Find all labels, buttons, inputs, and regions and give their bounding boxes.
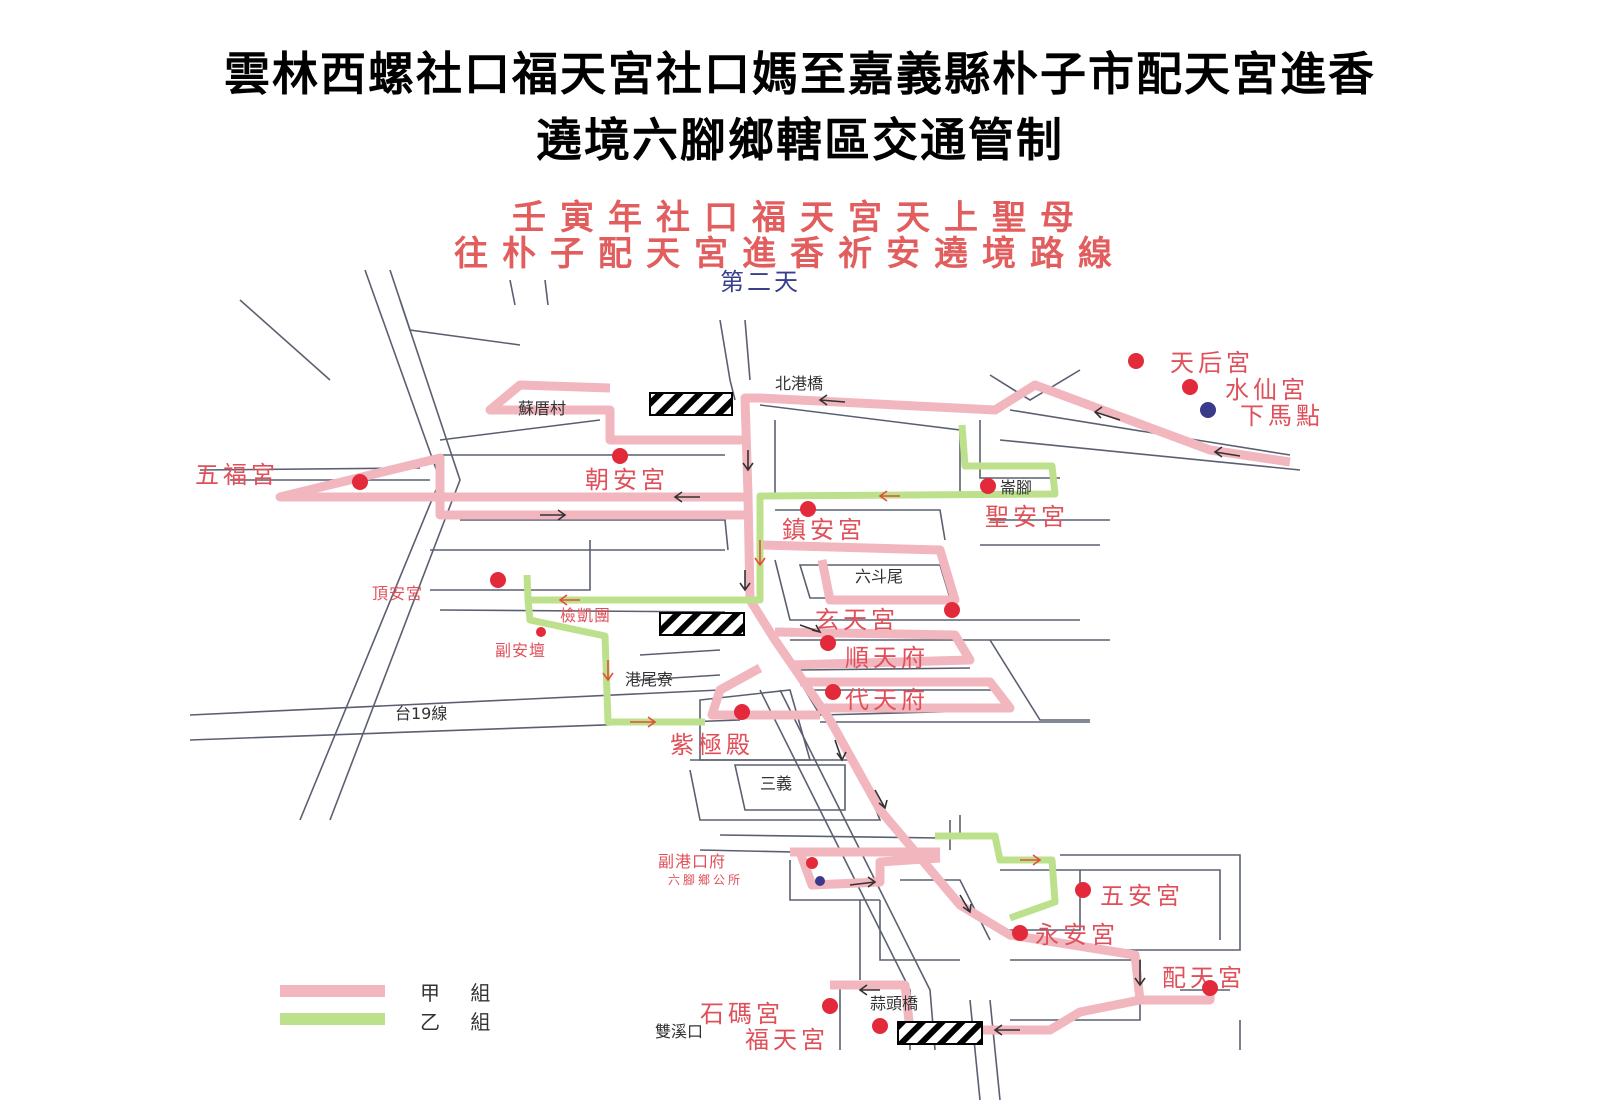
key-label: 天后宮 [1170,349,1254,377]
traffic-control-barrier [659,612,745,636]
temple-dot-icon [1202,980,1218,996]
map-title-line2: 往朴子配天宮進香祈安遶境路線 [454,234,1126,274]
temple-label: 副港口府 [658,852,727,871]
temple-label: 紫極殿 [670,731,754,759]
temple-dot-icon [980,478,996,494]
temple-dot-icon [612,448,628,464]
legend-swatch-group-b [280,1013,385,1025]
temple-dot-icon [734,704,750,720]
temple-label: 朝安宮 [585,466,669,494]
place-label: 三義 [760,774,793,793]
map-title-line1: 壬寅年社口福天宮天上聖母 [512,198,1088,238]
place-label: 崙腳 [1000,478,1033,497]
place-label: 六腳鄉公所 [668,873,744,887]
temple-dot-icon [1075,882,1091,898]
temple-dot-icon [800,501,816,517]
place-label: 檢凱團 [560,606,612,625]
temple-label: 玄天宮 [815,606,899,634]
temple-dot-icon [806,857,818,869]
place-label: 蒜頭橋 [870,994,919,1013]
temple-label: 五安宮 [1100,882,1184,910]
place-label: 港尾寮 [625,670,674,689]
place-label: 六斗尾 [855,567,904,586]
place-label: 北港橋 [775,374,824,393]
temple-dot-icon [352,474,368,490]
legend-label-group-b: 乙 組 [420,1010,503,1034]
place-label: 台19線 [395,704,448,723]
temple-dot-icon [490,572,506,588]
key-label: 下馬點 [1240,402,1324,430]
temple-label: 永安宮 [1035,921,1119,949]
route-arrows [540,394,1241,1036]
temple-dot-icon [872,1018,888,1034]
day-label: 第二天 [720,268,801,296]
dismount-dot-icon [815,876,825,886]
temple-dot-icon [1012,925,1028,941]
temple-label: 五福宮 [195,461,279,489]
page-subtitle: 遶境六腳鄉轄區交通管制 [536,113,1064,167]
temple-dot-icon [536,627,546,637]
temple-label: 福天宮 [745,1026,829,1054]
temple-dot-icon [825,684,841,700]
temple-dot-icon [944,602,960,618]
temple-label: 鎮安宮 [782,516,866,544]
legend-label-group-a: 甲 組 [420,981,503,1005]
route-arrows-b [558,490,1042,866]
place-label: 蘇厝村 [518,399,567,418]
legend-swatch-group-a [280,985,385,997]
temple-dot-icon [820,635,836,651]
traffic-control-barrier [897,1021,983,1045]
traffic-control-barrier [649,392,733,416]
key-label: 水仙宮 [1225,376,1309,404]
temple-dot-icon [1128,353,1144,369]
temple-label: 石碼宮 [700,1000,784,1028]
temple-label: 順天府 [845,644,929,672]
temple-label: 代天府 [845,686,929,714]
dismount-dot-icon [1200,402,1216,418]
temple-label: 聖安宮 [985,503,1069,531]
page-title: 雲林西螺社口福天宮社口媽至嘉義縣朴子市配天宮進香 [224,47,1376,101]
temple-label: 副安壇 [495,641,547,660]
route-group-a [275,380,1291,1035]
temple-dot-icon [822,998,838,1014]
temple-dot-icon [1182,379,1198,395]
roads [189,269,1301,1101]
temple-label: 頂安宮 [372,584,424,603]
place-label: 雙溪口 [655,1022,704,1041]
